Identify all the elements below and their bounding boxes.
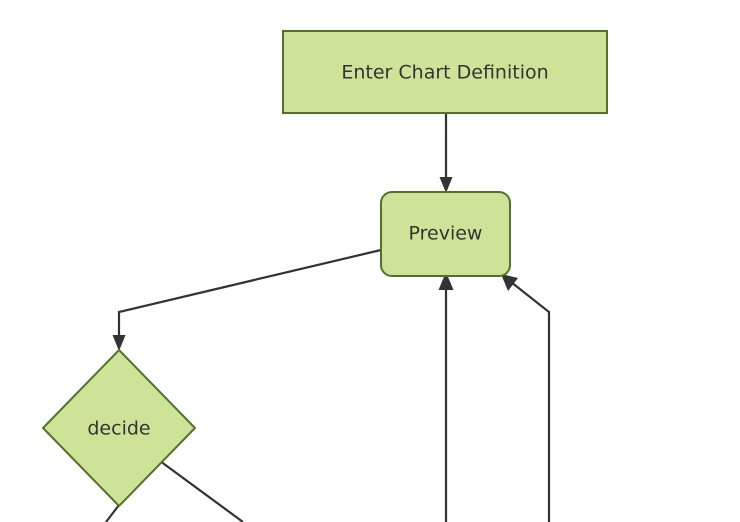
edge-preview-to-decide [112, 248, 382, 351]
node-decide-shape[interactable] [41, 348, 197, 508]
edge-decide-right-out-line [159, 460, 244, 522]
edge-bottom-right-to-preview [501, 274, 551, 522]
node-preview[interactable]: Preview [380, 191, 511, 277]
edge-enter-to-preview-arrowhead [439, 177, 453, 193]
edge-preview-to-decide-line [117, 248, 382, 341]
edge-preview-to-decide-arrowhead [112, 335, 126, 351]
edge-decide-right-out [159, 460, 244, 522]
edge-bottom-center-to-preview [438, 272, 454, 522]
edge-bottom-right-to-preview-arrowhead [501, 274, 518, 291]
edge-bottom-center-to-preview-arrowhead [438, 272, 454, 290]
node-preview-shape[interactable] [380, 191, 511, 277]
edge-enter-to-preview [439, 113, 453, 193]
edge-decide-bottom-out-line [105, 504, 120, 522]
edge-decide-bottom-out [105, 504, 120, 522]
edge-bottom-right-to-preview-line [510, 281, 551, 522]
node-enter-chart-definition[interactable]: Enter Chart Definition [282, 30, 608, 114]
node-enter-chart-definition-shape[interactable] [282, 30, 608, 114]
node-decide[interactable]: decide [41, 348, 197, 508]
